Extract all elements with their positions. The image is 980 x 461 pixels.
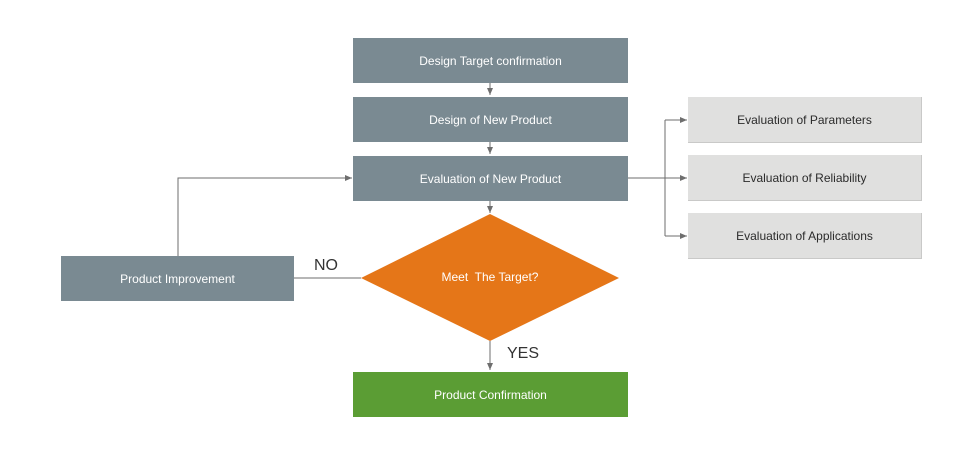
evaluation-new-product-label: Evaluation of New Product — [419, 171, 562, 186]
evaluation-parameters-box: Evaluation of Parameters — [688, 97, 922, 143]
decision-label: Meet The Target? — [441, 270, 539, 284]
decision-diamond — [361, 214, 619, 341]
evaluation-new-product-box: Evaluation of New Product — [353, 156, 628, 201]
evaluation-parameters-label: Evaluation of Parameters — [737, 112, 872, 127]
evaluation-reliability-label: Evaluation of Reliability — [742, 170, 867, 185]
evaluation-applications-label: Evaluation of Applications — [736, 228, 873, 243]
design-new-product-box: Design of New Product — [353, 97, 628, 142]
connector-improvement-to-evaluation — [177, 175, 352, 256]
no-edge-label: NO — [314, 257, 338, 274]
product-confirmation-box: Product Confirmation — [353, 372, 628, 417]
yes-edge-label: YES — [507, 345, 540, 362]
design-target-box: Design Target confirmation — [353, 38, 628, 83]
evaluation-reliability-box: Evaluation of Reliability — [688, 155, 922, 201]
design-target-label: Design Target confirmation — [419, 53, 562, 68]
product-improvement-box: Product Improvement — [61, 256, 294, 301]
decision-label-wrap: Meet The Target? — [400, 262, 580, 292]
evaluation-applications-box: Evaluation of Applications — [688, 213, 922, 259]
design-new-product-label: Design of New Product — [429, 112, 552, 127]
product-improvement-label: Product Improvement — [120, 271, 235, 286]
product-confirmation-label: Product Confirmation — [434, 387, 547, 402]
